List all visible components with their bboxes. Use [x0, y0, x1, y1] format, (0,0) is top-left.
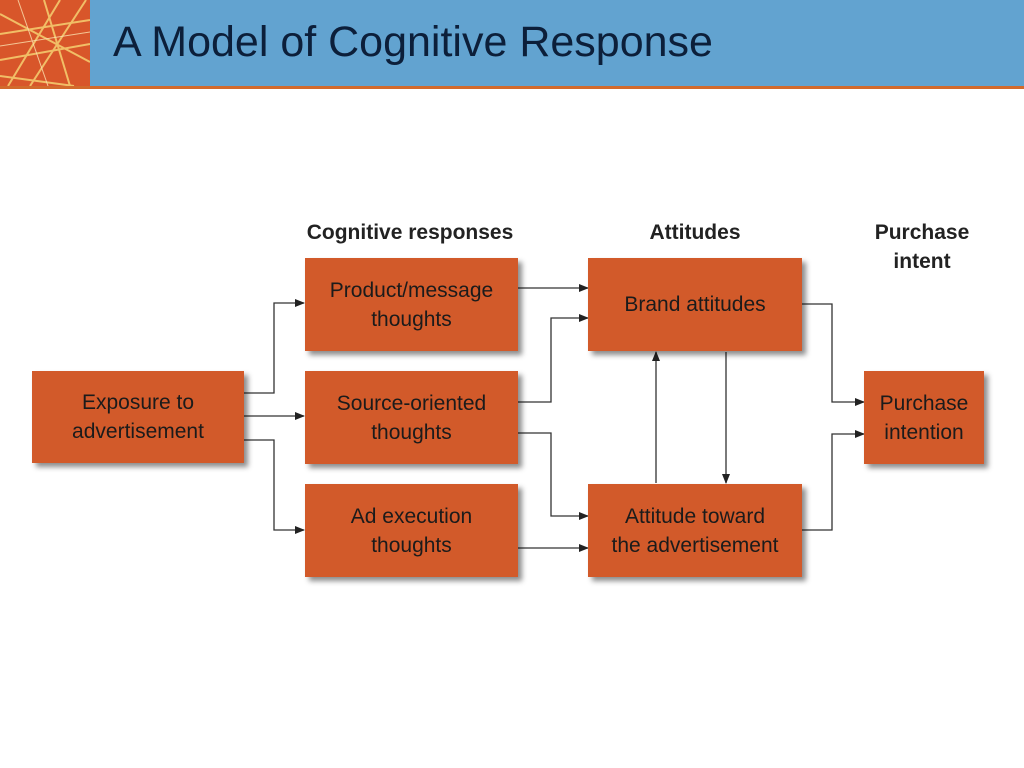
node-label: Exposure to advertisement [72, 391, 204, 443]
header-attitudes: Attitudes [649, 221, 741, 244]
starburst-lines-logo [0, 0, 90, 86]
node-attitude-toward-advertisement: Attitude toward the advertisement [588, 484, 802, 577]
title-bar: A Model of Cognitive Response [0, 0, 1024, 89]
node-label: Source-oriented thoughts [336, 391, 487, 444]
slide-title: A Model of Cognitive Response [113, 18, 713, 66]
header-cognitive-responses: Cognitive responses [306, 221, 514, 244]
node-label: Purchase intention [879, 391, 969, 444]
node-label: Brand attitudes [624, 293, 766, 316]
node-purchase-intention: Purchase intention [864, 371, 984, 464]
edge-source-brand [518, 314, 589, 403]
logo-graphic [0, 0, 90, 86]
edge-exposure-product [244, 299, 305, 394]
node-exposure-to-advertisement: Exposure to advertisement [32, 371, 244, 463]
edge-attad-purchase [802, 430, 865, 531]
node-product-message-thoughts: Product/message thoughts [305, 258, 518, 351]
edge-brand-purchase [802, 303, 865, 406]
node-source-oriented-thoughts: Source-oriented thoughts [305, 371, 518, 464]
node-label: Attitude toward the advertisement [611, 504, 779, 557]
node-label: Product/message thoughts [329, 278, 494, 331]
node-brand-attitudes: Brand attitudes [588, 258, 802, 351]
edge-source-attad [518, 432, 589, 520]
node-label: Ad execution thoughts [350, 504, 473, 557]
node-ad-execution-thoughts: Ad execution thoughts [305, 484, 518, 577]
header-purchase-intent: Purchase intent [874, 221, 970, 273]
edge-exposure-adexec [244, 439, 305, 534]
